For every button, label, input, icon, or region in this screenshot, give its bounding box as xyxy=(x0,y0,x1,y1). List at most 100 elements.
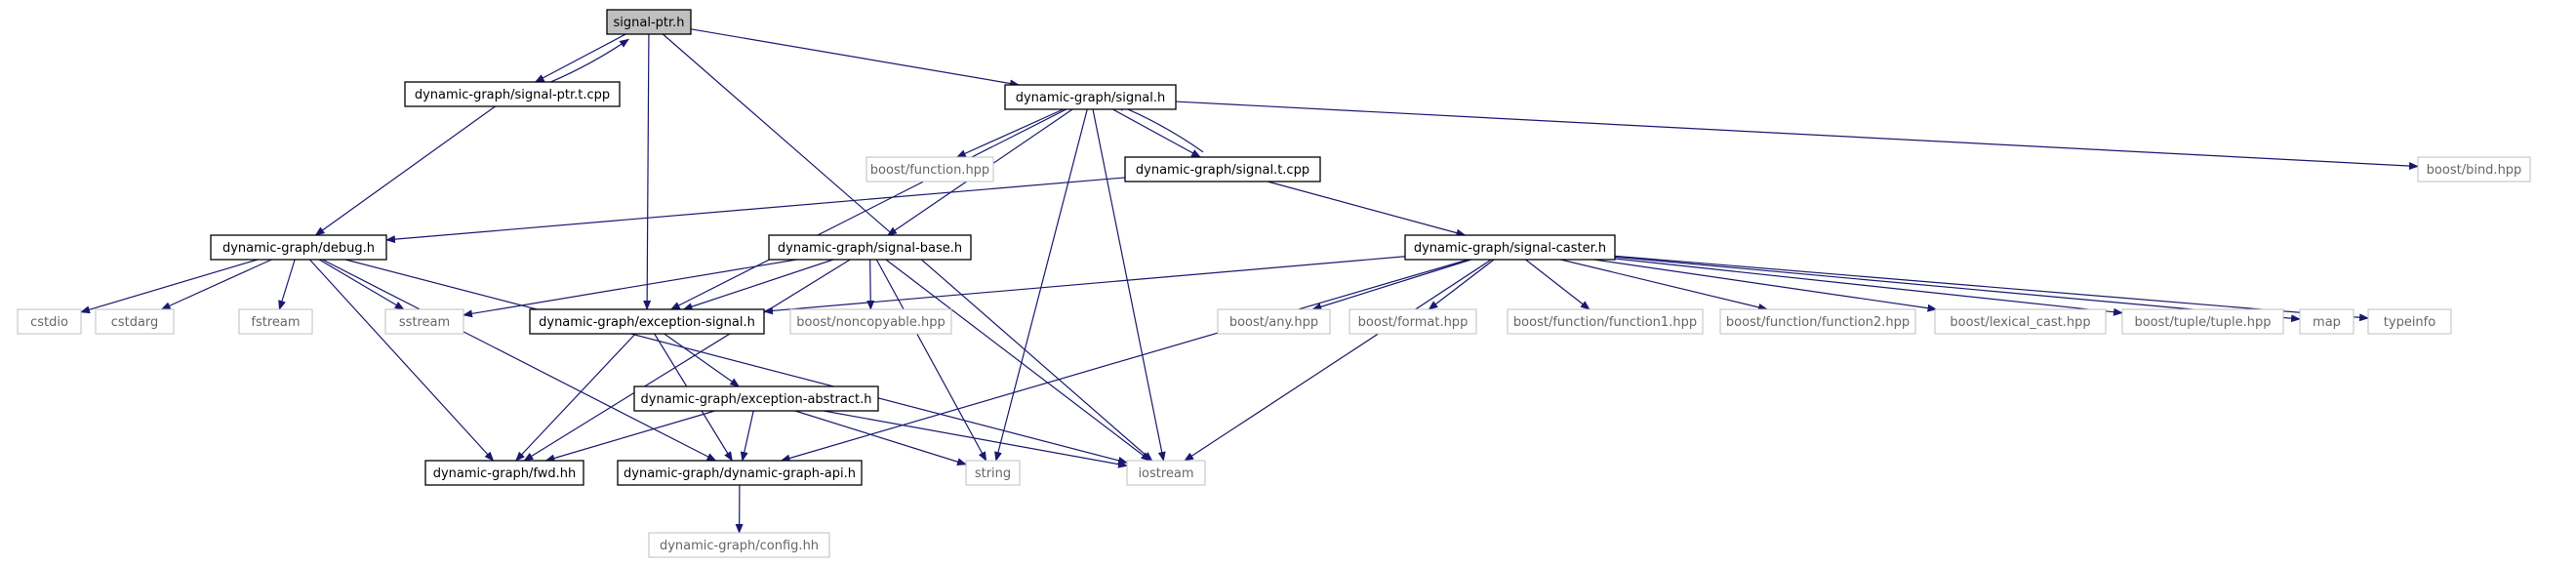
edge-signal-t-cpp-to-signal-caster-h xyxy=(1267,181,1467,237)
edge-signal-caster-h-to-boost-format xyxy=(1428,259,1495,310)
node-signal-ptr-h[interactable]: signal-ptr.h xyxy=(606,9,692,35)
edge-signal-caster-h-to-dynamic-graph-api-h xyxy=(780,259,1469,463)
edge-exception-signal-h-to-exception-abstract-h xyxy=(664,333,741,387)
node-signal-base-h[interactable]: dynamic-graph/signal-base.h xyxy=(768,234,972,261)
node-box xyxy=(965,460,1021,486)
nodes-layer: signal-ptr.h dynamic-graph/signal-ptr.t.c… xyxy=(17,9,2531,558)
node-signal-ptr-t-cpp[interactable]: dynamic-graph/signal-ptr.t.cpp xyxy=(404,81,621,107)
node-box xyxy=(606,9,692,35)
node-label: signal-ptr.h xyxy=(613,16,684,30)
edge-signal-base-h-to-exception-signal-h xyxy=(682,259,834,310)
node-box xyxy=(1124,156,1321,182)
node-label: dynamic-graph/signal-base.h xyxy=(778,241,962,256)
node-label: boost/function/function2.hpp xyxy=(1726,315,1910,330)
edge-debug-h-to-cstdio xyxy=(80,259,259,314)
edge-debug-h-to-iostream xyxy=(344,259,1128,465)
edge-signal-base-h-to-iostream xyxy=(885,259,1151,462)
edge-signal-h-to-boost-bind xyxy=(1175,101,2419,171)
node-boost-tuple: boost/tuple/tuple.hpp xyxy=(2121,308,2284,335)
node-box xyxy=(238,308,313,335)
node-label: boost/function.hpp xyxy=(870,163,989,178)
edge-signal-base-h-to-string xyxy=(875,259,987,462)
node-label: dynamic-graph/signal-ptr.t.cpp xyxy=(415,88,610,102)
edge-signal-t-cpp-to-signal-h xyxy=(1114,103,1204,153)
node-dynamic-graph-api-h[interactable]: dynamic-graph/dynamic-graph-api.h xyxy=(617,460,863,486)
node-signal-h[interactable]: dynamic-graph/signal.h xyxy=(1004,84,1177,110)
edge-signal-ptr-h-to-exception-signal-h xyxy=(643,33,652,310)
node-signal-caster-h[interactable]: dynamic-graph/signal-caster.h xyxy=(1404,234,1616,261)
node-boost-bind: boost/bind.hpp xyxy=(2417,156,2531,182)
node-box xyxy=(424,460,584,486)
node-box xyxy=(1348,308,1477,335)
node-box xyxy=(1719,308,1916,335)
node-fwd-hh[interactable]: dynamic-graph/fwd.hh xyxy=(424,460,584,486)
node-box xyxy=(648,532,830,558)
edge-signal-caster-h-to-boost-tuple xyxy=(1614,258,2123,316)
node-box xyxy=(633,385,879,412)
node-label: boost/tuple/tuple.hpp xyxy=(2134,315,2271,330)
edge-signal-caster-h-to-exception-signal-h xyxy=(763,256,1406,315)
node-exception-abstract-h[interactable]: dynamic-graph/exception-abstract.h xyxy=(633,385,879,412)
node-label: dynamic-graph/exception-signal.h xyxy=(539,315,755,330)
node-box xyxy=(17,308,82,335)
node-sstream: sstream xyxy=(384,308,464,335)
node-box xyxy=(529,308,765,335)
node-label: dynamic-graph/signal.t.cpp xyxy=(1136,163,1309,178)
node-label: typeinfo xyxy=(2384,315,2435,330)
edge-debug-h-to-fstream xyxy=(278,259,296,310)
node-label: cstdio xyxy=(30,315,68,330)
node-box xyxy=(2121,308,2284,335)
edge-signal-caster-h-to-typeinfo xyxy=(1614,255,2369,322)
edge-debug-h-to-sstream xyxy=(318,259,405,310)
edge-signal-ptr-t-cpp-to-signal-ptr-h xyxy=(538,38,629,88)
node-exception-signal-h[interactable]: dynamic-graph/exception-signal.h xyxy=(529,308,765,335)
node-boost-noncopyable: boost/noncopyable.hpp xyxy=(789,308,952,335)
edge-signal-caster-h-to-boost-any xyxy=(1311,259,1471,311)
node-label: dynamic-graph/debug.h xyxy=(222,241,375,256)
node-boost-function2: boost/function/function2.hpp xyxy=(1719,308,1916,335)
edge-exception-abstract-h-to-fwd-hh xyxy=(544,410,715,463)
node-iostream: iostream xyxy=(1126,460,1206,486)
edge-signal-h-to-exception-signal-h xyxy=(669,108,1067,310)
node-box xyxy=(1934,308,2107,335)
node-box xyxy=(2367,308,2452,335)
node-typeinfo: typeinfo xyxy=(2367,308,2452,335)
node-signal-t-cpp[interactable]: dynamic-graph/signal.t.cpp xyxy=(1124,156,1321,182)
edge-signal-caster-h-to-boost-function1 xyxy=(1525,259,1590,310)
node-string: string xyxy=(965,460,1021,486)
edge-signal-h-to-string xyxy=(994,108,1088,462)
node-label: sstream xyxy=(399,315,450,330)
node-box xyxy=(1404,234,1616,261)
node-label: cstdarg xyxy=(111,315,159,330)
edge-exception-abstract-h-to-dynamic-graph-api-h xyxy=(740,410,754,462)
node-label: dynamic-graph/fwd.hh xyxy=(433,466,577,481)
edge-debug-h-to-dynamic-graph-api-h xyxy=(322,259,717,462)
node-boost-any: boost/any.hpp xyxy=(1217,308,1331,335)
edge-signal-h-to-boost-function xyxy=(955,108,1064,158)
edge-signal-h-to-iostream xyxy=(1092,108,1166,462)
edge-signal-base-h-to-fwd-hh xyxy=(523,259,851,462)
edge-signal-t-cpp-to-debug-h xyxy=(385,177,1126,244)
node-label: boost/bind.hpp xyxy=(2427,163,2522,178)
node-box xyxy=(789,308,952,335)
edge-signal-caster-h-to-boost-function2 xyxy=(1560,259,1769,311)
node-label: iostream xyxy=(1138,466,1193,481)
node-box xyxy=(1004,84,1177,110)
edge-debug-h-to-fwd-hh xyxy=(308,259,495,462)
node-fstream: fstream xyxy=(238,308,313,335)
node-label: boost/noncopyable.hpp xyxy=(796,315,946,330)
node-map: map xyxy=(2299,308,2355,335)
edge-signal-base-h-to-boost-noncopyable xyxy=(866,259,875,310)
edge-exception-abstract-h-to-string xyxy=(794,410,967,466)
node-label: dynamic-graph/dynamic-graph-api.h xyxy=(624,466,856,481)
node-box xyxy=(768,234,972,261)
edge-exception-signal-h-to-fwd-hh xyxy=(515,333,636,462)
node-box xyxy=(1507,308,1704,335)
node-label: string xyxy=(975,466,1011,481)
node-debug-h[interactable]: dynamic-graph/debug.h xyxy=(210,234,387,261)
edge-signal-caster-h-to-iostream xyxy=(1184,259,1492,462)
node-label: map xyxy=(2313,315,2341,330)
node-boost-format: boost/format.hpp xyxy=(1348,308,1477,335)
node-label: boost/any.hpp xyxy=(1229,315,1318,330)
node-cstdio: cstdio xyxy=(17,308,82,335)
